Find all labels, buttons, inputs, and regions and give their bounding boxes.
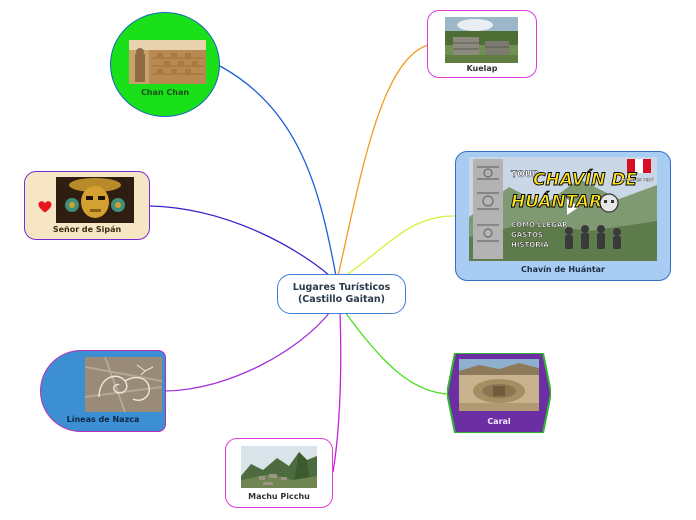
chavin-thumb-title-2: HUÁNTAR xyxy=(511,190,602,212)
central-topic[interactable]: Lugares Turísticos (Castillo Gaitan) xyxy=(277,274,406,314)
link-chavin xyxy=(344,215,457,277)
link-machu-picchu xyxy=(332,311,342,473)
chavin-thumb-tour: TOUR xyxy=(511,170,539,180)
caral-photo xyxy=(459,359,539,411)
link-senor-de-sipan xyxy=(149,205,331,277)
senor-de-sipan-photo xyxy=(56,177,134,223)
link-chan-chan xyxy=(219,65,337,277)
link-kuelap xyxy=(337,44,429,277)
link-caral xyxy=(344,311,449,395)
heart-icon xyxy=(38,201,52,213)
topic-machu-picchu[interactable]: Machu Picchu xyxy=(225,438,333,508)
topic-caral[interactable]: Caral xyxy=(447,353,551,433)
topic-lineas-de-nazca[interactable]: Líneas de Nazca xyxy=(40,350,166,432)
link-lineas-de-nazca xyxy=(164,311,331,392)
topic-kuelap[interactable]: Kuelap xyxy=(427,10,537,78)
chavin-thumb-flag-caption: HECHO EN PERÚ xyxy=(621,177,654,182)
chavin-thumb-bullet-1: COMO LLEGAR xyxy=(511,221,568,229)
chan-chan-label: Chan Chan xyxy=(140,88,190,97)
machu-picchu-label: Machu Picchu xyxy=(248,492,310,501)
chavin-thumb-bullet-3: HISTORIA xyxy=(511,241,549,249)
caral-label: Caral xyxy=(487,417,511,426)
lineas-de-nazca-photo xyxy=(85,357,162,412)
senor-de-sipan-label: Señor de Sipán xyxy=(52,225,122,234)
chavin-thumb-title-1: CHAVÍN DE xyxy=(533,168,637,190)
topic-senor-de-sipan[interactable]: Señor de Sipán xyxy=(24,171,150,240)
kuelap-label: Kuelap xyxy=(466,64,498,73)
chavin-thumb-bullet-2: GASTOS xyxy=(511,231,543,239)
topic-chavin-de-huantar[interactable]: TOUR CHAVÍN DE HUÁNTAR COMO LLEGAR GASTO… xyxy=(455,151,671,281)
chavin-label: Chavín de Huántar xyxy=(521,265,605,274)
central-topic-title: Lugares Turísticos (Castillo Gaitan) xyxy=(292,282,391,305)
chavin-video-thumbnail: TOUR CHAVÍN DE HUÁNTAR COMO LLEGAR GASTO… xyxy=(469,157,657,261)
machu-picchu-photo xyxy=(241,446,317,488)
lineas-de-nazca-label: Líneas de Nazca xyxy=(66,415,140,424)
kuelap-photo xyxy=(445,17,518,63)
topic-chan-chan[interactable]: Chan Chan xyxy=(110,12,220,117)
chan-chan-photo xyxy=(129,40,206,84)
